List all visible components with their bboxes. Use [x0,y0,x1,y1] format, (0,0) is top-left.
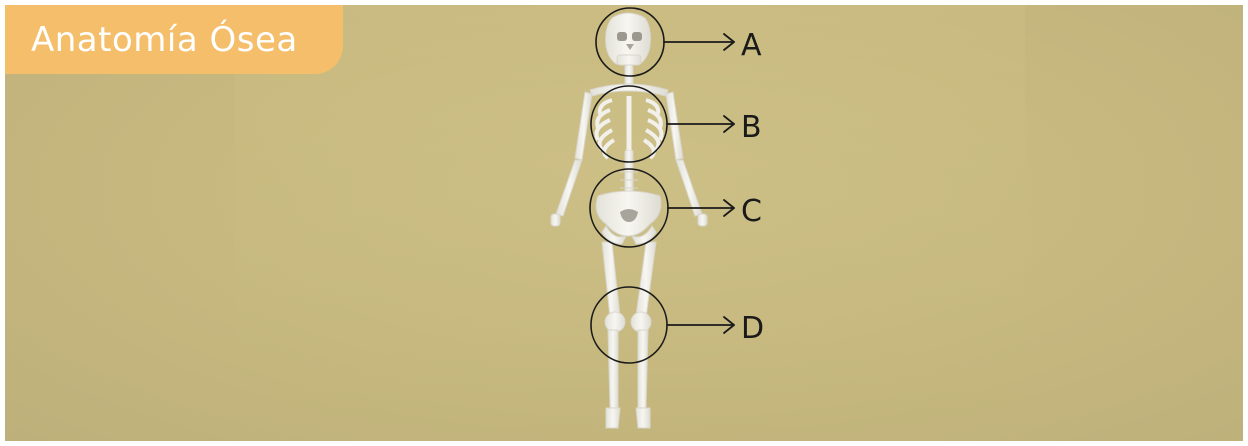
circle-knees [591,287,667,363]
arrow-a [664,34,734,50]
pelvis [596,191,661,244]
legs [602,242,656,428]
arrow-d [667,317,734,333]
label-b: B [741,110,762,145]
skull [606,13,651,65]
label-c: C [741,194,762,229]
rib-cage [597,96,662,158]
label-d: D [741,311,764,346]
label-a: A [741,28,762,63]
